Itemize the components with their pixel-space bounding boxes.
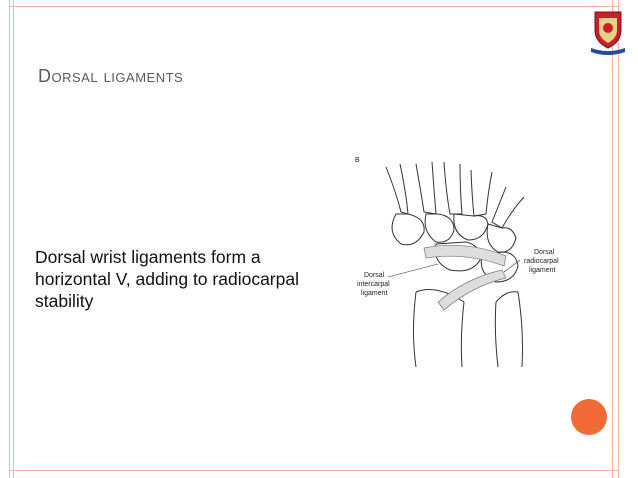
border-right-inner <box>612 0 613 478</box>
border-left-inner <box>13 0 14 478</box>
label-dorsal-intercarpal-1: Dorsal <box>364 272 385 279</box>
accent-circle <box>571 399 607 435</box>
slide-body-text: Dorsal wrist ligaments form a horizontal… <box>35 247 299 311</box>
label-dorsal-radiocarpal-2: radiocarpal <box>524 258 559 265</box>
label-dorsal-radiocarpal-3: ligament <box>529 267 556 274</box>
slide-title: Dorsal ligaments <box>38 66 184 86</box>
border-left-outer <box>9 0 10 478</box>
label-dorsal-radiocarpal-1: Dorsal <box>534 249 555 256</box>
border-top-line <box>9 6 619 7</box>
border-right-outer <box>618 0 619 478</box>
figure-panel-letter: B <box>355 157 360 164</box>
wrist-ligament-illustration: B <box>355 157 559 368</box>
university-crest-icon <box>591 11 625 55</box>
label-dorsal-intercarpal-3: ligament <box>361 290 388 297</box>
label-dorsal-intercarpal-2: intercarpal <box>357 281 390 288</box>
border-bottom-line <box>9 470 619 471</box>
